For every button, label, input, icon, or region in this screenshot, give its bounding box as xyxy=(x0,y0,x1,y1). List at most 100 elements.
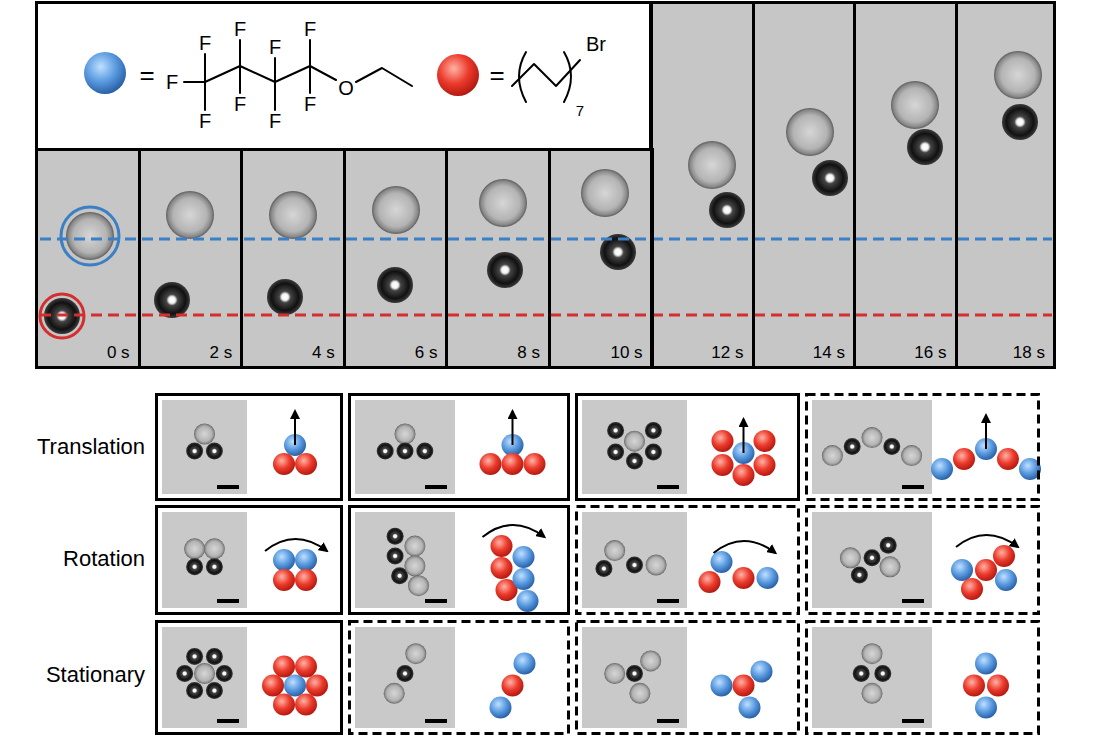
frame-ground xyxy=(445,148,551,369)
rotation-arrow xyxy=(956,535,1018,547)
red-droplet-icon xyxy=(273,656,295,678)
scale-bar xyxy=(902,719,924,723)
fluorous-droplet xyxy=(629,683,650,704)
chemical-bond xyxy=(356,68,412,86)
blue-droplet-icon xyxy=(951,559,973,581)
red-droplet-icon xyxy=(524,453,546,475)
hydrocarbon-droplet xyxy=(186,558,203,575)
motion-arrow xyxy=(294,411,296,445)
atom-label: 7 xyxy=(576,103,584,118)
hydrocarbon-droplet xyxy=(206,443,223,460)
hydrocarbon-droplet xyxy=(626,453,643,470)
fluorous-droplet xyxy=(994,51,1042,99)
micrograph xyxy=(162,512,247,608)
motion-arrow xyxy=(985,415,987,449)
red-droplet-icon xyxy=(480,453,502,475)
fluorous-droplet xyxy=(194,424,215,445)
hydrocarbon-droplet xyxy=(812,160,848,196)
scale-bar xyxy=(657,599,679,603)
video-frame: 10 s xyxy=(548,148,654,369)
red-droplet-icon xyxy=(295,569,317,591)
fluorous-droplet xyxy=(184,538,205,559)
time-label: 10 s xyxy=(610,344,642,361)
hydrocarbon-droplet xyxy=(874,665,891,682)
red-droplet-icon xyxy=(712,430,734,452)
atom-label: F xyxy=(199,33,211,53)
panel-border xyxy=(350,395,569,500)
rotation-arrow xyxy=(714,541,776,553)
hydrocarbon-droplet xyxy=(154,282,190,318)
micrograph xyxy=(582,512,687,608)
reference-line xyxy=(40,238,1052,241)
red-droplet-icon xyxy=(491,557,513,579)
frame-ground xyxy=(548,148,654,369)
fluorous-droplet xyxy=(479,179,527,227)
structure-box: =FFFFFFFFFO=Br7 xyxy=(35,1,652,151)
fluorous-droplet xyxy=(862,643,883,664)
red-droplet-icon xyxy=(754,430,776,452)
fluorous-droplet xyxy=(862,427,883,448)
frame-ground xyxy=(138,148,244,369)
hydrocarbon-droplet xyxy=(595,560,612,577)
highlight-ring xyxy=(61,207,119,265)
scale-bar xyxy=(657,719,679,723)
time-label: 6 s xyxy=(415,344,438,361)
hydrocarbon-droplet xyxy=(216,665,233,682)
row-label: Stationary xyxy=(46,664,145,686)
hydrocarbon-droplet xyxy=(206,648,223,665)
chemical-bond xyxy=(274,58,276,110)
atom-label: F xyxy=(234,19,246,39)
row-label: Rotation xyxy=(63,548,145,570)
video-frame: 4 s xyxy=(240,148,346,369)
scale-bar xyxy=(217,599,239,603)
panel-border xyxy=(807,395,1039,500)
hydrocarbon-droplet xyxy=(709,192,745,228)
fluorous-droplet xyxy=(786,108,834,156)
hydrocarbon-droplet xyxy=(186,682,203,699)
fluorous-droplet xyxy=(646,555,667,576)
time-label: 14 s xyxy=(813,344,845,361)
hydrocarbon-droplet xyxy=(1002,104,1038,140)
panel-border xyxy=(577,507,799,614)
red-droplet-icon xyxy=(975,559,997,581)
chemical-bond xyxy=(204,54,206,110)
hydrocarbon-droplet xyxy=(607,444,624,461)
hydrocarbon-droplet xyxy=(377,267,413,303)
red-droplet-icon xyxy=(953,448,975,470)
panel-border xyxy=(577,395,799,500)
blue-droplet-icon xyxy=(995,569,1017,591)
red-droplet-icon xyxy=(437,54,479,96)
scale-bar xyxy=(425,485,447,489)
atom-label: F xyxy=(304,94,316,114)
time-label: 4 s xyxy=(312,344,335,361)
hydrocarbon-droplet xyxy=(864,549,881,566)
hydrocarbon-droplet xyxy=(387,548,404,565)
red-droplet-icon xyxy=(961,578,983,600)
red-droplet-icon xyxy=(295,694,317,716)
structure-ground xyxy=(35,1,652,151)
micrograph xyxy=(162,400,247,494)
red-droplet-icon xyxy=(262,675,284,697)
micrograph xyxy=(162,627,247,728)
atom-label: O xyxy=(338,78,354,98)
hydrocarbon-droplet xyxy=(851,566,868,583)
blue-droplet-icon xyxy=(739,697,761,719)
blue-droplet-icon xyxy=(751,661,773,683)
chemical-bond xyxy=(309,40,311,93)
atom-label: = xyxy=(489,62,504,88)
fluorous-droplet xyxy=(901,445,922,466)
rotation-arrow xyxy=(483,525,545,537)
hydrocarbon-droplet xyxy=(880,537,897,554)
atom-label: Br xyxy=(586,34,606,54)
scale-bar xyxy=(425,719,447,723)
scale-bar xyxy=(902,599,924,603)
panel-border xyxy=(807,507,1039,614)
blue-droplet-icon xyxy=(513,546,535,568)
micrograph xyxy=(812,400,932,494)
row-label: Translation xyxy=(37,436,145,458)
red-droplet-icon xyxy=(295,656,317,678)
motion-arrow xyxy=(743,419,745,453)
chemical-bond xyxy=(184,66,336,82)
scale-bar xyxy=(425,599,447,603)
reference-line xyxy=(40,314,1052,317)
